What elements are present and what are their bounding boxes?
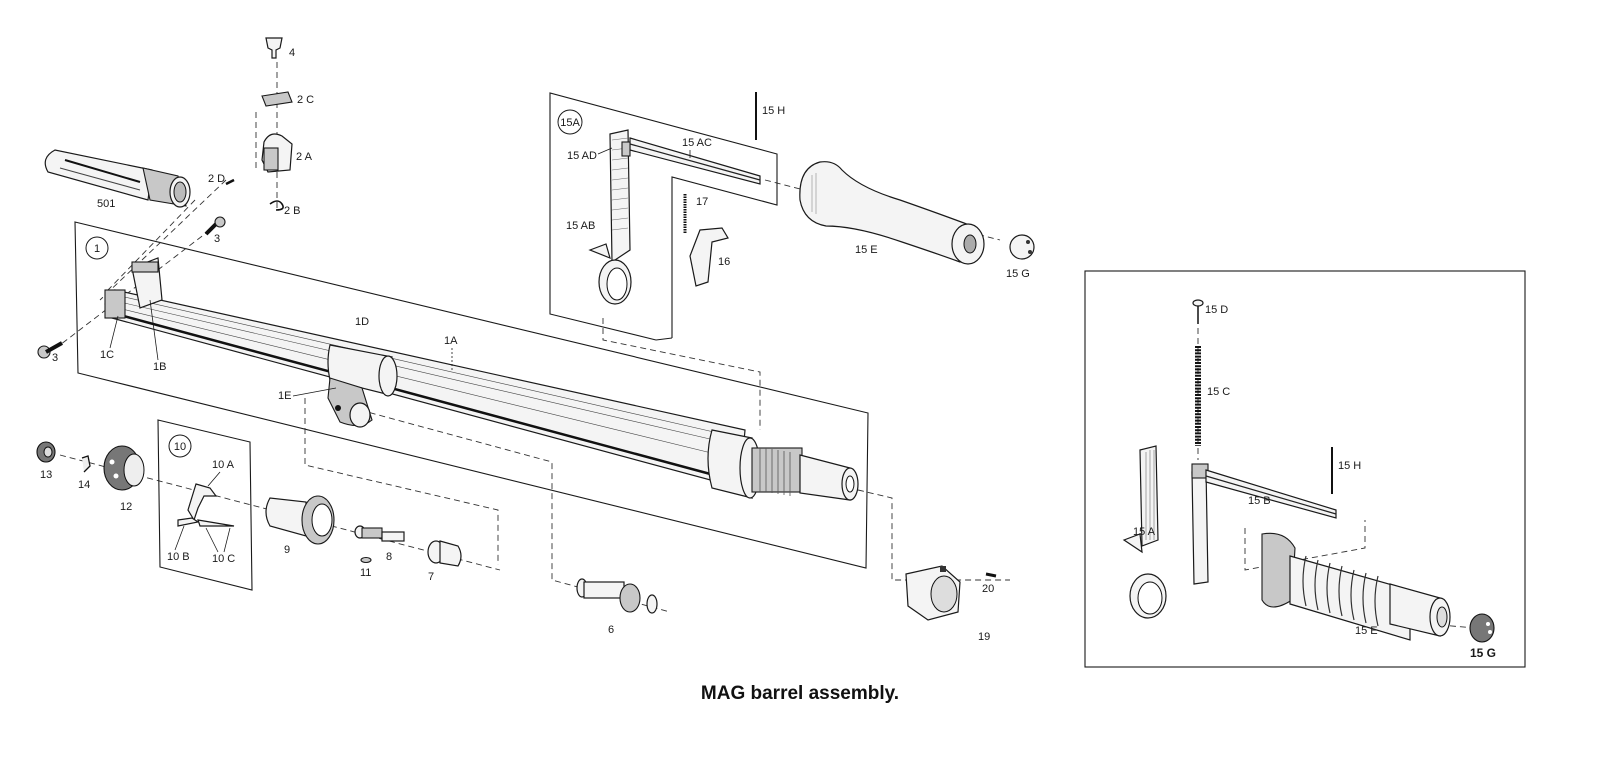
label-10B: 10 B xyxy=(167,551,190,563)
group-callout-1-label: 1 xyxy=(94,243,100,255)
label-11: 11 xyxy=(360,567,371,579)
inset-label-15B: 15 B xyxy=(1248,495,1271,507)
barrel-group-frame: 1 xyxy=(74,221,869,569)
part-15A-handle-lever xyxy=(588,129,761,305)
inset-part-15A: 15 A xyxy=(1122,445,1167,619)
part-15H-pin: 15 H xyxy=(755,92,785,140)
inset-part-15E-grip: 15 E xyxy=(1261,532,1451,641)
label-12: 12 xyxy=(120,501,132,513)
barrel-1A xyxy=(104,257,859,501)
inset-part-15G-nut: 15 G xyxy=(1469,613,1496,660)
part-15E-grip: 15 E xyxy=(799,161,985,265)
part-8: 8 xyxy=(354,525,405,563)
inset-part-15B: 15 B xyxy=(1191,463,1337,585)
label-1E: 1E xyxy=(278,390,291,402)
label-1B: 1B xyxy=(153,361,166,373)
gas-regulator-group-frame: 10 xyxy=(157,419,253,591)
label-10C: 10 C xyxy=(212,553,235,565)
part-9: 9 xyxy=(265,495,335,556)
part-16-catch: 16 xyxy=(689,227,730,287)
group-callout-15A xyxy=(557,109,583,135)
label-1D: 1D xyxy=(355,316,369,328)
group-callout-1 xyxy=(85,236,109,260)
inset-part-15C-spring: 15 C xyxy=(1195,346,1230,446)
inset-label-15H: 15 H xyxy=(1338,460,1361,472)
label-501: 501 xyxy=(97,198,115,210)
screw-3-upper: 3 xyxy=(204,216,226,245)
part-7: 7 xyxy=(427,540,462,583)
part-6: 6 xyxy=(576,578,658,636)
label-2C: 2 C xyxy=(297,94,314,106)
label-2B: 2 B xyxy=(284,205,301,217)
label-3-lower: 3 xyxy=(52,352,58,364)
part-4: 4 xyxy=(265,37,295,59)
inset-label-15G: 15 G xyxy=(1470,646,1496,660)
label-2A: 2 A xyxy=(296,151,313,163)
barrel-labels: 1C 1B 1D 1A 1E xyxy=(100,299,458,402)
group-callout-10 xyxy=(168,434,192,458)
label-1A: 1A xyxy=(444,335,458,347)
label-6: 6 xyxy=(608,624,614,636)
label-14: 14 xyxy=(78,479,90,491)
part-20: 20 xyxy=(982,572,997,595)
inset-label-15E: 15 E xyxy=(1355,625,1378,637)
screw-3-lower: 3 xyxy=(37,341,63,364)
part-2D: 2 D xyxy=(208,173,235,186)
inset-part-15D: 15 D xyxy=(1192,299,1228,324)
label-19: 19 xyxy=(978,631,990,643)
label-15AB: 15 AB xyxy=(566,220,595,232)
carrying-handle-group-frame: 15A xyxy=(549,92,778,341)
label-7: 7 xyxy=(428,571,434,583)
part-2C: 2 C xyxy=(261,91,314,107)
part-10-spring: 10 A 10 B 10 C xyxy=(167,459,235,565)
label-17: 17 xyxy=(696,196,708,208)
group-callout-10-label: 10 xyxy=(174,441,186,453)
label-2D: 2 D xyxy=(208,173,225,185)
part-14: 14 xyxy=(78,455,91,491)
part-2B: 2 B xyxy=(269,200,301,217)
part-13: 13 xyxy=(36,441,56,481)
label-13: 13 xyxy=(40,469,52,481)
label-15G-top: 15 G xyxy=(1006,268,1030,280)
label-15E-top: 15 E xyxy=(855,244,878,256)
part-11: 11 xyxy=(360,556,372,579)
figure-caption: MAG barrel assembly. xyxy=(700,683,900,704)
inset-label-15C: 15 C xyxy=(1207,386,1230,398)
label-16: 16 xyxy=(718,256,730,268)
part-12: 12 xyxy=(103,445,145,513)
group-callout-15A-label: 15A xyxy=(560,117,580,129)
part-19: 19 xyxy=(905,565,990,643)
label-15H: 15 H xyxy=(762,105,785,117)
label-3-upper: 3 xyxy=(214,233,220,245)
label-10A: 10 A xyxy=(212,459,235,471)
flash-hider-501: 501 xyxy=(44,149,191,210)
part-17-spring: 17 xyxy=(683,194,708,234)
label-4: 4 xyxy=(289,47,295,59)
label-15AC: 15 AC xyxy=(682,137,712,149)
label-20: 20 xyxy=(982,583,994,595)
part-15G-nut: 15 G xyxy=(1006,234,1035,280)
inset-label-15A: 15 A xyxy=(1133,526,1156,538)
label-1C: 1C xyxy=(100,349,114,361)
inset-label-15D: 15 D xyxy=(1205,304,1228,316)
part-2A: 2 A xyxy=(261,133,313,173)
label-9: 9 xyxy=(284,544,290,556)
label-15AD: 15 AD xyxy=(567,150,597,162)
label-8: 8 xyxy=(386,551,392,563)
inset-part-15H: 15 H xyxy=(1331,447,1361,494)
